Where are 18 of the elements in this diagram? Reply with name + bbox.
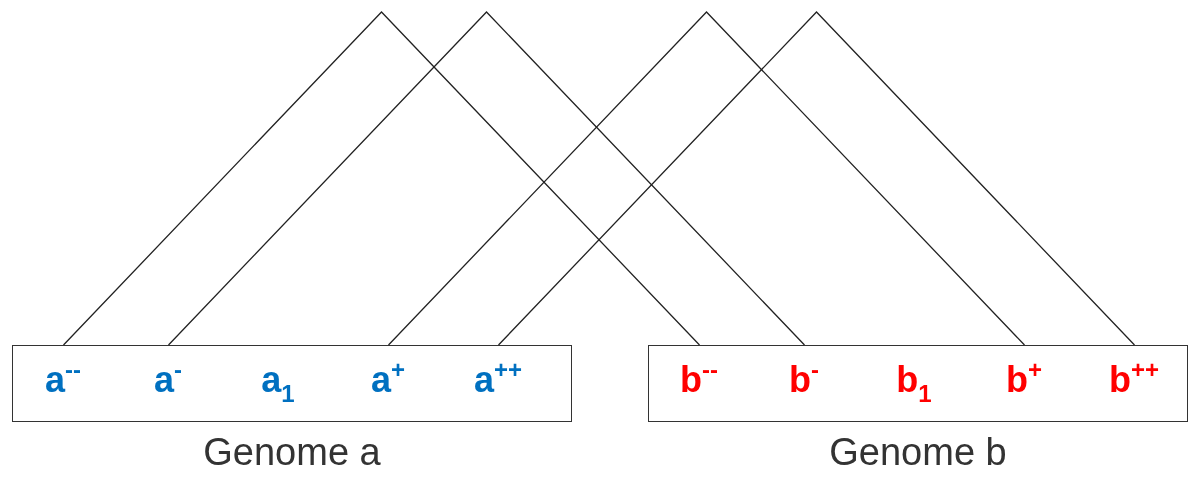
genome-label: Genome a xyxy=(203,431,381,474)
gene-label: a$^{--}$ xyxy=(18,346,108,420)
gene-label: b$^{--}$ xyxy=(654,346,744,420)
gene-label: a$_{1}$ xyxy=(233,346,323,420)
genome-box xyxy=(648,345,1188,422)
gene-label: a$^{+}$ xyxy=(343,346,433,420)
connector-line xyxy=(387,11,1026,346)
connector-line xyxy=(167,11,806,346)
genome-box xyxy=(12,345,572,422)
gene-label: a$^{++}$ xyxy=(453,346,543,420)
genome-label: Genome b xyxy=(829,431,1007,474)
connector-line xyxy=(62,11,701,346)
gene-label: a$^{-}$ xyxy=(123,346,213,420)
gene-label: b$^{++}$ xyxy=(1089,346,1179,420)
gene-label: b$^{+}$ xyxy=(979,346,1069,420)
gene-label: b$_{1}$ xyxy=(869,346,959,420)
gene-label: b$^{-}$ xyxy=(759,346,849,420)
connector-line xyxy=(497,11,1136,346)
